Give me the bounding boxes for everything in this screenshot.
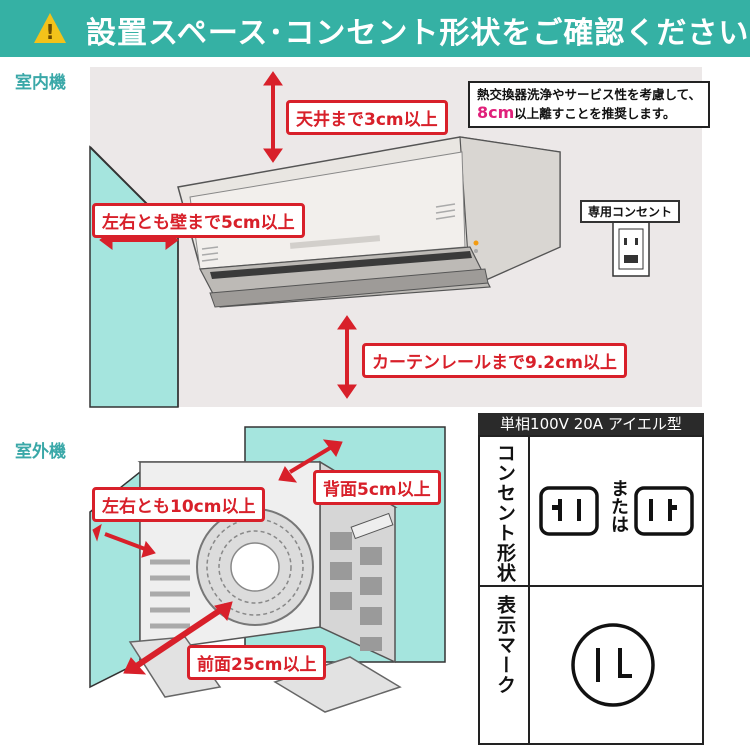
side-wall-clearance-label: 左右とも壁まで5cm以上 [92,203,305,238]
outlet-shape-label-cell: コンセント形状 [480,437,530,585]
outlet-or-text: または [608,479,629,533]
outlet-shape-left-icon [539,486,599,536]
outlet-shape-row: コンセント形状 または [480,437,702,587]
recommended-distance: 8cm [477,103,515,122]
outlet-shape-label: コンセント形状 [494,443,516,583]
note-line-1: 熱交換器洗浄やサービス性を考慮して、 [477,87,702,102]
wall-outlet-icon [612,220,650,277]
outdoor-section-label: 室外機 [15,442,66,462]
svg-text:!: ! [45,20,54,44]
display-mark-icon [571,623,655,707]
back-clearance-label: 背面5cm以上 [313,470,441,505]
indoor-ac-unit [177,136,561,308]
outlet-shape-right-icon [634,486,694,536]
outdoor-unit-illustration [89,426,446,713]
dedicated-outlet-label: 専用コンセント [580,200,681,223]
outdoor-clearance-arrows [92,439,343,675]
outdoor-fan-icon [196,508,314,626]
display-mark-row: 表示マーク [480,587,702,743]
service-recommendation-note: 熱交換器洗浄やサービス性を考慮して、 8cm以上離すことを推奨します。 [468,81,711,128]
note-line-2-rest: 以上離すことを推奨します。 [514,106,676,121]
front-clearance-label: 前面25cm以上 [187,645,327,680]
curtain-rail-clearance-label: カーテンレールまで9.2cm以上 [362,343,627,378]
note-line-2: 8cm以上離すことを推奨します。 [477,104,701,123]
outdoor-side-clearance-label: 左右とも10cm以上 [92,487,266,522]
ceiling-clearance-label: 天井まで3cm以上 [286,100,448,135]
page-header: ! 設置スペース･コンセント形状をご確認ください [0,0,750,57]
display-mark-label-cell: 表示マーク [480,587,530,743]
indoor-section-label: 室内機 [15,73,66,93]
page-title: 設置スペース･コンセント形状をご確認ください [86,16,750,51]
outlet-spec-table: コンセント形状 または 表示マーク [478,435,704,745]
warning-triangle-icon: ! [34,13,66,44]
display-mark-label: 表示マーク [494,595,516,695]
outlet-spec-title: 単相100V 20A アイエル型 [478,413,704,435]
